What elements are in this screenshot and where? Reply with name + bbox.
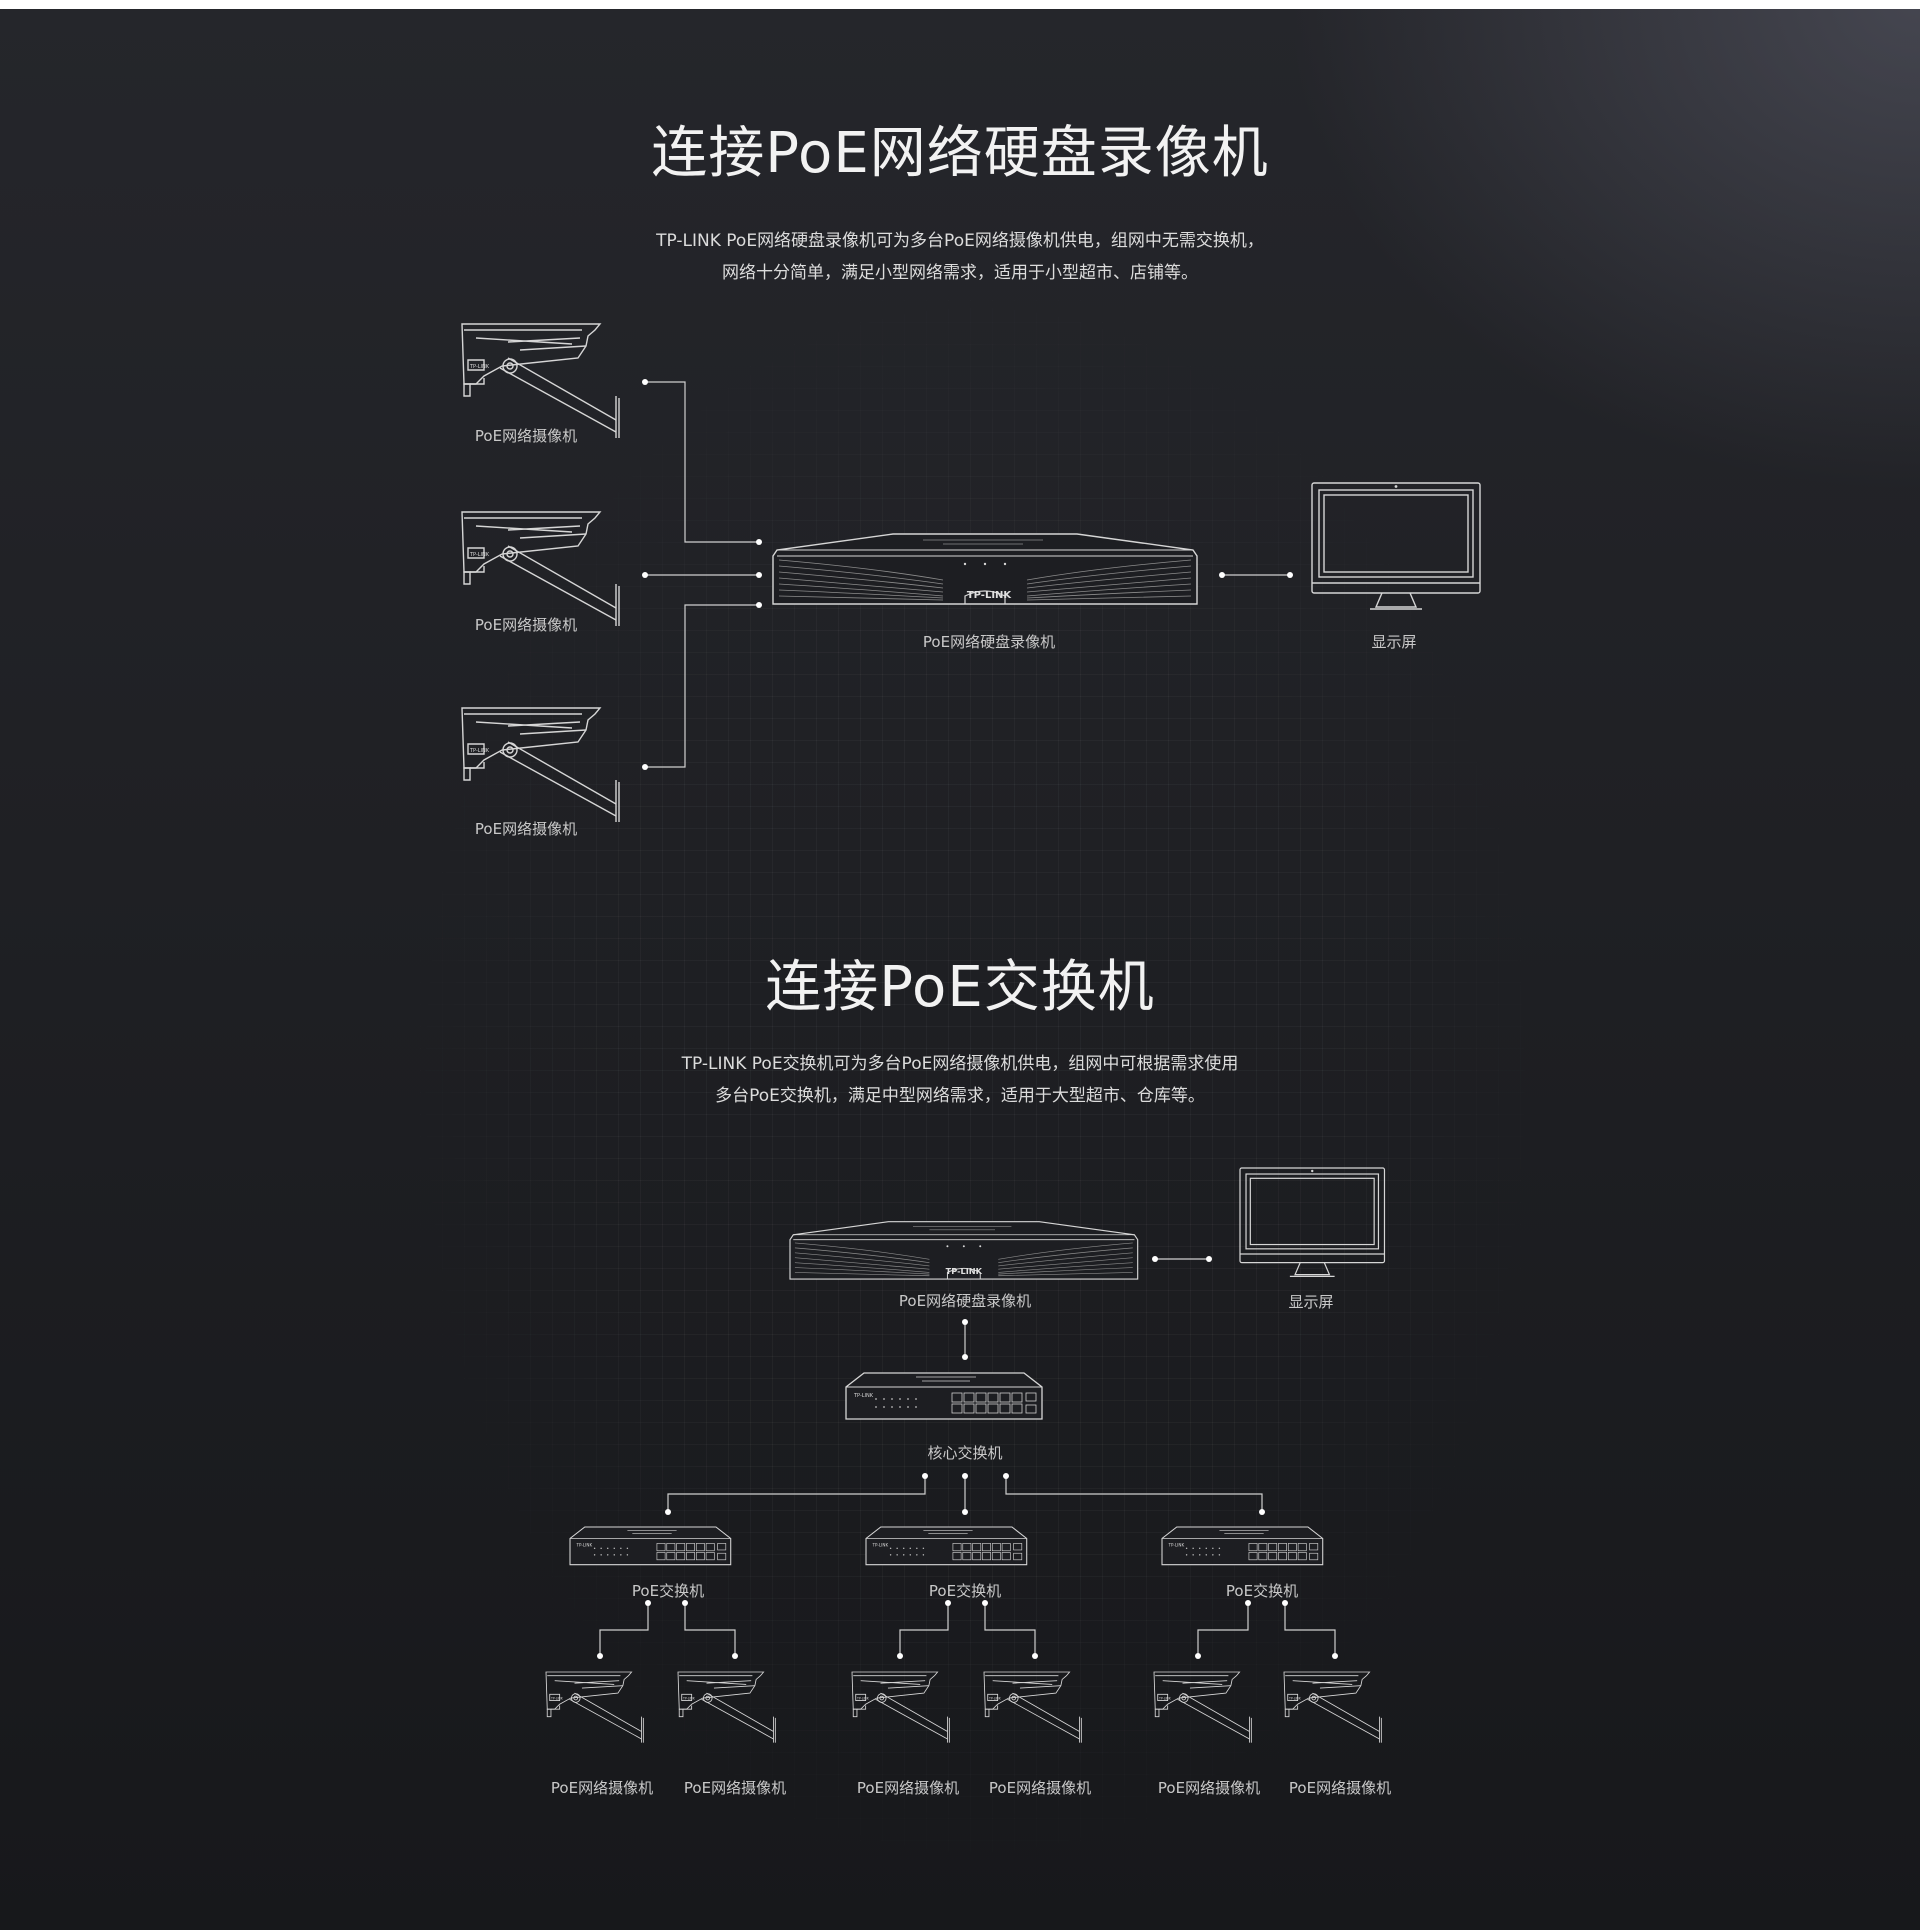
section2-title: 连接PoE交换机 — [765, 955, 1155, 1020]
section2-camera-3-label: PoE网络摄像机 — [857, 1779, 959, 1797]
section2-nvr-brand: TP-LINK — [946, 1266, 983, 1276]
section1-monitor-label: 显示屏 — [1371, 633, 1416, 651]
section1-camera-2 — [461, 511, 620, 627]
section2-camera-6-label: PoE网络摄像机 — [1289, 1779, 1391, 1797]
poe-switch-3-label: PoE交换机 — [1226, 1582, 1298, 1600]
section1-camera-1 — [461, 323, 620, 439]
section2-connections — [599, 1258, 1336, 1656]
section1-camera-1-label: PoE网络摄像机 — [475, 427, 577, 445]
poe-switch-3 — [1161, 1526, 1324, 1566]
section2-desc-line1: TP-LINK PoE交换机可为多台PoE网络摄像机供电，组网中可根据需求使用 — [681, 1054, 1239, 1074]
section2-camera-6 — [1283, 1671, 1382, 1744]
section1-nvr-label: PoE网络硬盘录像机 — [923, 633, 1055, 651]
section1-connections — [645, 381, 1290, 768]
section2-camera-1 — [545, 1671, 644, 1744]
section2-monitor-label: 显示屏 — [1288, 1293, 1333, 1311]
section1-monitor — [1311, 482, 1481, 610]
poe-switch-2 — [865, 1526, 1028, 1566]
poe-switch-2-label: PoE交换机 — [929, 1582, 1001, 1600]
section1-nvr-brand: TP-LINK — [967, 590, 1013, 601]
section1-desc-line1: TP-LINK PoE网络硬盘录像机可为多台PoE网络摄像机供电，组网中无需交换… — [656, 231, 1264, 251]
section2-camera-5-label: PoE网络摄像机 — [1158, 1779, 1260, 1797]
section2-camera-3 — [851, 1671, 950, 1744]
core-switch-label: 核心交换机 — [927, 1444, 1002, 1462]
section2-camera-2 — [677, 1671, 776, 1744]
section1-camera-3 — [461, 707, 620, 823]
section1-title: 连接PoE网络硬盘录像机 — [651, 121, 1269, 186]
section1-desc-line2: 网络十分简单，满足小型网络需求，适用于小型超市、店铺等。 — [722, 263, 1198, 283]
section2-camera-4-label: PoE网络摄像机 — [989, 1779, 1091, 1797]
section1-camera-2-label: PoE网络摄像机 — [475, 616, 577, 634]
section1-camera-3-label: PoE网络摄像机 — [475, 820, 577, 838]
section1-connection-dots — [642, 379, 1293, 770]
core-switch — [845, 1372, 1043, 1420]
section2-monitor — [1239, 1167, 1386, 1277]
section2-camera-2-label: PoE网络摄像机 — [684, 1779, 786, 1797]
poe-switch-1-label: PoE交换机 — [632, 1582, 704, 1600]
section1-description: TP-LINK PoE网络硬盘录像机可为多台PoE网络摄像机供电，组网中无需交换… — [0, 225, 1920, 289]
poe-switch-1 — [569, 1526, 732, 1566]
section2-description: TP-LINK PoE交换机可为多台PoE网络摄像机供电，组网中可根据需求使用 … — [0, 1048, 1920, 1112]
section2-connection-dots — [597, 1256, 1338, 1659]
section2-camera-1-label: PoE网络摄像机 — [551, 1779, 653, 1797]
section2-desc-line2: 多台PoE交换机，满足中型网络需求，适用于大型超市、仓库等。 — [715, 1086, 1205, 1106]
section2-camera-4 — [983, 1671, 1082, 1744]
section2-nvr-label: PoE网络硬盘录像机 — [899, 1292, 1031, 1310]
section2-nvr: TP-LINK — [789, 1221, 1139, 1280]
top-white-strip — [0, 0, 1920, 9]
section2-camera-5 — [1153, 1671, 1252, 1744]
